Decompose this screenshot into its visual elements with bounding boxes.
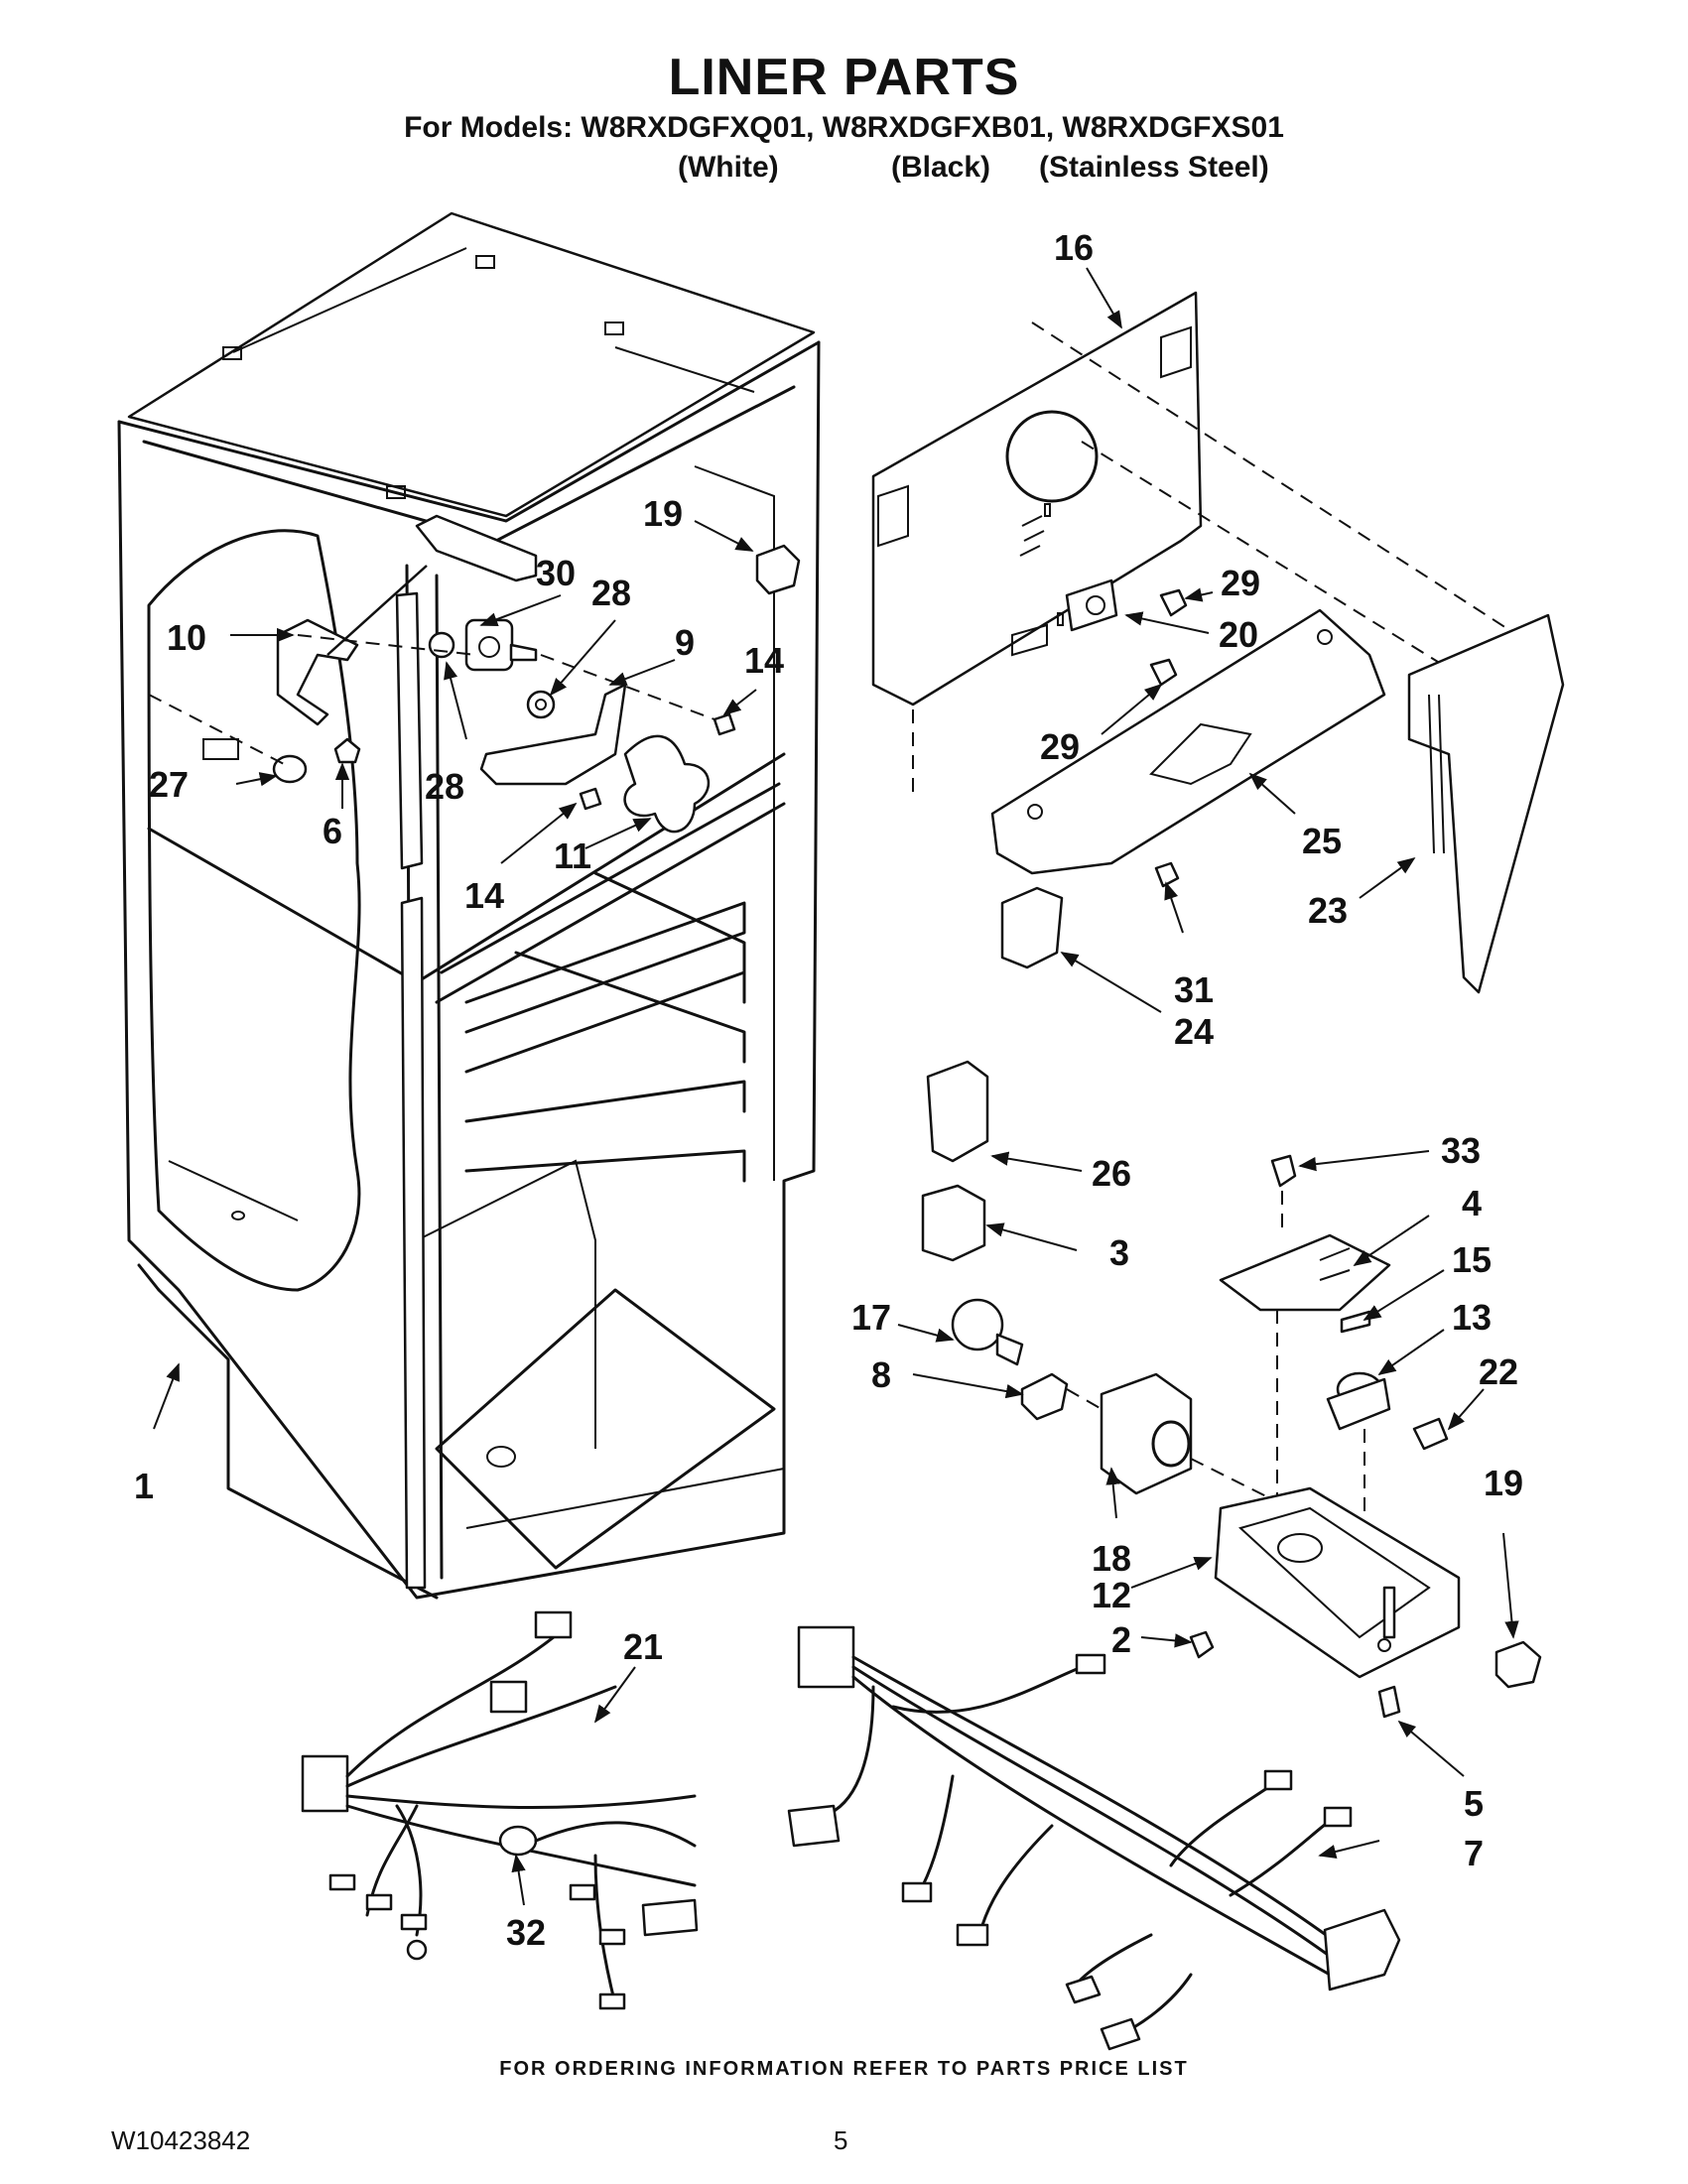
models-line: For Models: W8RXDGFXQ01, W8RXDGFXB01, W8…	[404, 111, 1284, 144]
callout-6: 6	[323, 811, 342, 851]
clip-upper	[755, 544, 801, 595]
callout-4: 4	[1462, 1183, 1482, 1223]
callout-23: 23	[1308, 890, 1348, 931]
callout-19-upper: 19	[643, 493, 683, 534]
evaporator-fan-assembly	[148, 514, 736, 834]
control-housing	[1214, 1486, 1461, 1679]
evaporator-cover	[871, 291, 1549, 794]
callout-21: 21	[623, 1626, 663, 1667]
side-duct	[1407, 613, 1565, 994]
callout-17: 17	[851, 1297, 891, 1338]
callout-7: 7	[1464, 1833, 1484, 1873]
callout-12: 12	[1092, 1575, 1131, 1615]
control-assembly	[1219, 1154, 1449, 1548]
callout-14-lower: 14	[464, 875, 504, 916]
air-duct	[990, 608, 1386, 888]
callout-16: 16	[1054, 227, 1094, 268]
callout-8: 8	[871, 1354, 891, 1395]
variant-black: (Black)	[891, 151, 991, 184]
light-assembly	[951, 1298, 1271, 1499]
housing-26	[926, 1060, 989, 1163]
callout-10: 10	[167, 617, 206, 658]
bracket-24	[1000, 886, 1064, 969]
callout-24: 24	[1174, 1011, 1214, 1052]
callout-11: 11	[554, 835, 591, 876]
callout-28-upper: 28	[591, 573, 631, 613]
callout-33: 33	[1441, 1130, 1481, 1171]
callout-9: 9	[675, 622, 695, 663]
callout-3: 3	[1109, 1232, 1129, 1273]
callout-13: 13	[1452, 1297, 1492, 1338]
wire-harness-21	[301, 1610, 699, 2010]
callout-5: 5	[1464, 1783, 1484, 1824]
page-title: LINER PARTS	[668, 49, 1020, 106]
ordering-note: FOR ORDERING INFORMATION REFER TO PARTS …	[499, 2058, 1189, 2080]
document-id: W10423842	[111, 2125, 251, 2155]
callout-labels: 16 19 30 28 10 9 14 27 28 6 11 14 29 20 …	[134, 227, 1523, 1953]
variant-stainless: (Stainless Steel)	[1039, 151, 1269, 184]
callout-1: 1	[134, 1466, 154, 1506]
callout-26: 26	[1092, 1153, 1131, 1194]
callout-31: 31	[1174, 969, 1214, 1010]
callout-27: 27	[149, 764, 189, 805]
clip-lower	[1494, 1640, 1542, 1689]
callout-30: 30	[536, 553, 576, 593]
grommet-2	[1189, 1630, 1215, 1659]
variant-white: (White)	[678, 151, 779, 184]
leader-lines	[153, 267, 1519, 1906]
callout-18: 18	[1092, 1538, 1131, 1579]
callout-19-lower: 19	[1484, 1463, 1523, 1503]
housing-3	[921, 1184, 986, 1262]
callout-29-upper: 29	[1221, 563, 1260, 603]
screws-29	[1149, 588, 1188, 687]
callout-32: 32	[506, 1912, 546, 1953]
refrigerator-liner	[117, 211, 821, 1600]
callout-2: 2	[1111, 1619, 1131, 1660]
page-number: 5	[834, 2125, 848, 2155]
callout-29-lower: 29	[1040, 726, 1080, 767]
screw-5	[1377, 1685, 1401, 1719]
callout-22: 22	[1479, 1351, 1518, 1392]
callout-14-upper: 14	[744, 640, 784, 681]
callout-25: 25	[1302, 821, 1342, 861]
callout-20: 20	[1219, 614, 1258, 655]
callout-28-lower: 28	[425, 766, 464, 807]
callout-15: 15	[1452, 1239, 1492, 1280]
wire-harness-7	[787, 1625, 1401, 2051]
